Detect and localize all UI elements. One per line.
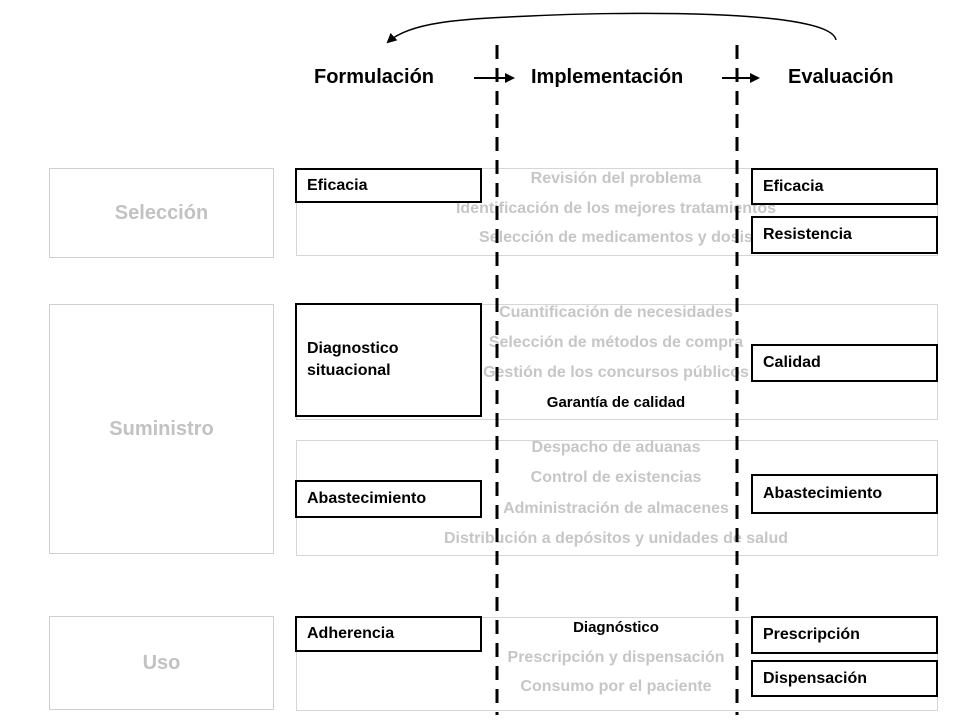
stage-suministro-label: Suministro [109,417,214,440]
evaluacion-resistencia-box: Resistencia [751,216,938,254]
phase-evaluacion: Evaluación [788,66,894,88]
stage-seleccion: Selección [49,168,274,258]
formulacion-abastecimiento-box: Abastecimiento [295,480,482,518]
formulacion-diagnostico-box: Diagnostico situacional [295,303,482,417]
compra-text-1: Cuantificación de necesidades [499,304,733,321]
uso-text-2: Prescripción y dispensación [507,649,725,666]
distribucion-text-3: Administración de almacenes [503,500,729,517]
stage-uso-label: Uso [142,651,181,674]
evaluacion-prescripcion-box: Prescripción [751,616,938,654]
formulacion-eficacia-box: Eficacia [295,168,482,203]
feedback-loop-arrow [386,12,837,44]
distribucion-text-4: Distribución a depósitos y unidades de s… [443,530,789,547]
compra-text-3: Gestión de los concursos públicos [483,364,749,381]
stage-uso: Uso [49,616,274,710]
seleccion-text-3: Selección de medicamentos y dosis [479,229,753,246]
evaluacion-dispensacion-box: Dispensación [751,660,938,697]
distribucion-text-1: Despacho de aduanas [531,439,701,456]
seleccion-text-1: Revisión del problema [530,170,702,187]
distribucion-text-2: Control de existencias [530,469,702,486]
stage-suministro: Suministro [49,304,274,554]
compra-text-garantia: Garantía de calidad [546,394,686,411]
stage-seleccion-label: Selección [114,201,209,224]
seleccion-text-2: Identificación de los mejores tratamient… [455,200,777,217]
phase-formulacion: Formulación [314,66,435,88]
uso-text-3: Consumo por el paciente [520,678,712,695]
evaluacion-abastecimiento-box: Abastecimiento [751,474,938,514]
formulacion-adherencia-box: Adherencia [295,616,482,652]
phase-implementacion: Implementación [531,66,684,88]
evaluacion-calidad-box: Calidad [751,344,938,382]
uso-text-diagnostico: Diagnóstico [573,619,659,636]
compra-text-2: Selección de métodos de compra [488,334,744,351]
evaluacion-eficacia-box: Eficacia [751,168,938,205]
